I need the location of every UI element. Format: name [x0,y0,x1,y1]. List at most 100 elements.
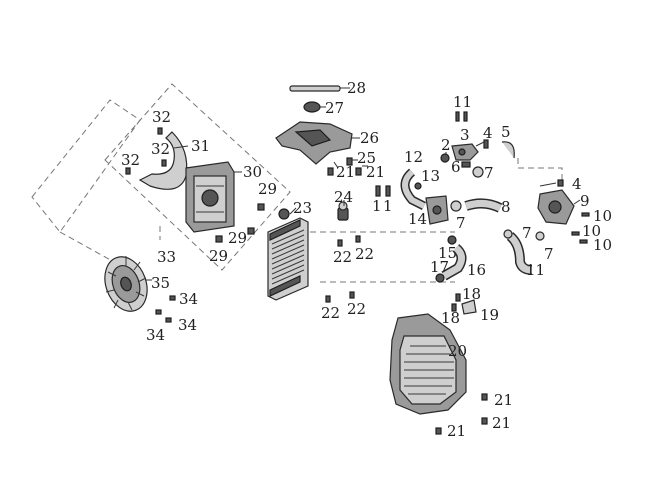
label-21-lower-a: 21 [494,391,513,409]
label-24: 24 [334,188,353,206]
label-18-lower: 18 [441,309,460,327]
part-14-pump-body [425,195,449,225]
label-31: 31 [191,137,210,155]
label-16: 16 [467,261,486,279]
label-20: 20 [448,342,467,360]
label-22-a: 22 [333,248,352,266]
part-35-cooling-fan [104,256,148,312]
part-25-bolt [346,157,358,166]
label-29-b: 29 [228,229,247,247]
label-18-upper: 18 [462,285,481,303]
part-32-bolts [125,127,167,175]
label-7-lower-right: 7 [544,245,554,263]
part-29-nuts [215,203,265,243]
label-8: 8 [501,198,511,216]
group-outline-hose-links [300,158,563,283]
part-15-clamp [447,235,457,245]
shroud-grille [404,345,454,395]
label-11-lower: 11 [526,261,545,279]
part-21-bolts-lower [435,393,488,435]
label-1-left: 1 [372,197,382,215]
label-2: 2 [441,136,451,154]
label-30: 30 [243,163,262,181]
part-4-bolt-right [557,179,564,187]
part-1-bolt-right [385,185,391,197]
label-23: 23 [293,199,312,217]
part-13-clamp [414,182,422,190]
label-34-a: 34 [179,290,198,308]
label-11-upper: 11 [453,93,472,111]
part-16-hose [441,244,467,281]
part-8-hose [464,198,503,213]
part-26-bracket-cover [275,121,360,165]
part-12-bent-hose [400,168,427,211]
label-10-c: 10 [593,236,612,254]
label-12: 12 [404,148,423,166]
part-number-labels: 28 27 26 25 21 21 24 11 1 1 2 3 4 5 6 7 … [121,79,612,440]
part-7-clip-upper [472,166,484,178]
part-20-fan-shroud [389,313,467,415]
label-15: 15 [438,244,457,262]
part-34-bolts [155,295,176,323]
label-10-b: 10 [582,222,601,240]
label-21-lower-b: 21 [492,414,511,432]
label-27: 27 [325,99,344,117]
part-19-bracket [461,299,477,315]
label-22-d: 22 [347,300,366,318]
part-18-bolt-upper [455,293,461,302]
label-29-a: 29 [258,180,277,198]
fan-blades [105,256,147,311]
label-13: 13 [421,167,440,185]
label-32-c: 32 [121,151,140,169]
label-7-middle: 7 [456,214,466,232]
label-34-c: 34 [178,316,197,334]
part-6-seal [461,161,471,168]
label-26: 26 [360,129,379,147]
part-23-radiator [267,208,309,301]
part-3-thermostat-housing [451,143,479,161]
label-21-upper-left: 21 [336,163,355,181]
part-27-grommet [303,101,326,113]
label-32-b: 32 [151,140,170,158]
label-17: 17 [430,258,449,276]
part-5-hose-small [501,141,515,159]
part-11-bolts-upper [455,111,468,122]
radiator-fins [271,229,305,285]
part-18-bolt-lower [451,303,457,312]
label-28: 28 [347,79,366,97]
part-9-pump-housing [537,189,575,225]
part-22-bolts [325,235,361,303]
label-21-upper-right: 21 [366,163,385,181]
label-14: 14 [408,210,427,228]
label-7-upper: 7 [484,164,494,182]
label-7-lower-left: 7 [522,224,532,242]
label-4-right: 4 [572,175,582,193]
part-1-bolt-left [375,185,381,197]
label-3: 3 [460,126,470,144]
part-30-fan-frame [185,161,235,233]
label-10-a: 10 [593,207,612,225]
part-11-hose-lower [506,232,533,275]
label-1-right: 1 [383,197,393,215]
label-32-a: 32 [152,108,171,126]
label-33: 33 [157,248,176,266]
part-21-bolt-upper-right [355,167,362,176]
label-22-c: 22 [321,304,340,322]
part-31-curved-bracket [138,131,188,190]
label-21-lower-c: 21 [447,422,466,440]
part-7-clip-lower-right [535,231,545,241]
part-17-clamp [435,273,445,283]
part-2-clamp [440,153,450,163]
label-35: 35 [151,274,170,292]
part-28-rod [289,85,350,92]
label-9: 9 [580,192,590,210]
label-5: 5 [501,123,511,141]
part-4-bolt-upper [483,139,489,149]
part-21-bolt-upper-left [327,167,334,176]
part-7-clip-middle [450,200,462,212]
leader-lines [146,141,581,281]
label-22-b: 22 [355,245,374,263]
label-4-upper: 4 [483,124,493,142]
label-34-b: 34 [146,326,165,344]
